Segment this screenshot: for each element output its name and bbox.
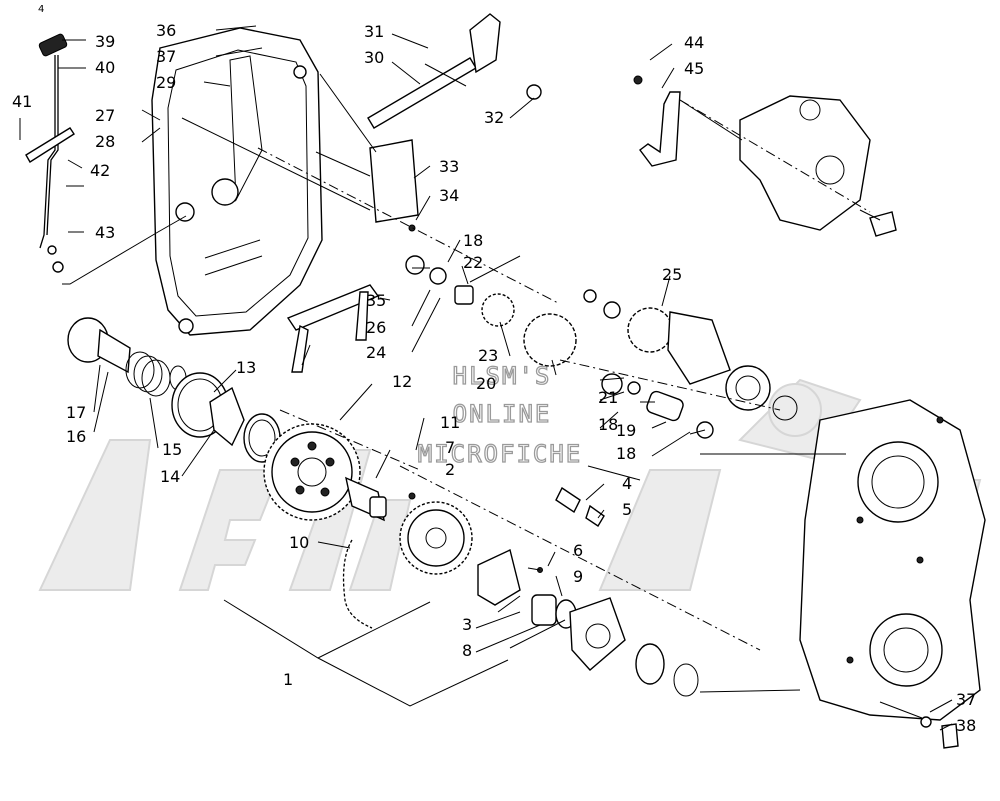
callout-14: 14 xyxy=(160,467,180,486)
gearcase-housing xyxy=(799,399,986,749)
leader-lines xyxy=(19,25,953,731)
brake-caliper-housing xyxy=(739,95,897,237)
callout-34: 34 xyxy=(439,186,459,205)
callout-18-middle: 18 xyxy=(598,415,618,434)
callout-12: 12 xyxy=(392,372,412,391)
callout-40: 40 xyxy=(95,58,115,77)
callout-23: 23 xyxy=(478,346,498,365)
drive-cup xyxy=(67,317,131,374)
callout-24: 24 xyxy=(366,343,386,362)
lever-arm xyxy=(286,284,380,373)
center-lines xyxy=(257,99,871,651)
callout-33: 33 xyxy=(439,157,459,176)
callout-1: 1 xyxy=(283,670,293,689)
callout-22: 22 xyxy=(463,253,483,272)
callout-38: 38 xyxy=(956,716,976,735)
drive-gear xyxy=(399,492,473,575)
callout-42: 42 xyxy=(90,161,110,180)
callout-45: 45 xyxy=(684,59,704,78)
callout-37-upper: 37 xyxy=(156,47,176,66)
callout-21: 21 xyxy=(598,388,618,407)
chaincase-cover xyxy=(151,27,323,336)
callout-36: 36 xyxy=(156,21,176,40)
callout-17: 17 xyxy=(66,403,86,422)
shift-plate xyxy=(369,139,419,232)
callout-20: 20 xyxy=(476,374,496,393)
hlsm-watermark: HLSM'S ONLINE MICROFICHE xyxy=(417,361,583,468)
callout-11: 11 xyxy=(440,413,460,432)
watermark-line-3: MICROFICHE xyxy=(418,440,583,468)
large-sprocket xyxy=(263,423,361,521)
corner-mark: 4 xyxy=(38,4,44,15)
lower-bearing-plate xyxy=(569,597,699,697)
callout-9: 9 xyxy=(573,567,583,586)
shift-shaft xyxy=(367,13,542,129)
callout-5: 5 xyxy=(622,500,632,519)
callout-30: 30 xyxy=(364,48,384,67)
callout-37-lower: 37 xyxy=(956,690,976,709)
callout-28: 28 xyxy=(95,132,115,151)
dipstick xyxy=(25,33,75,273)
callout-29: 29 xyxy=(156,73,176,92)
callout-35: 35 xyxy=(366,291,386,310)
callout-8: 8 xyxy=(462,641,472,660)
callout-26: 26 xyxy=(366,318,386,337)
watermark-line-1: HLSM'S xyxy=(453,362,552,390)
callout-39: 39 xyxy=(95,32,115,51)
watermark-line-2: ONLINE xyxy=(453,400,552,428)
tensioner-and-bearing xyxy=(477,486,605,629)
drive-chain xyxy=(342,539,373,629)
callout-18-lower: 18 xyxy=(616,444,636,463)
small-parts-column xyxy=(405,255,714,439)
callout-10: 10 xyxy=(289,533,309,552)
callout-44: 44 xyxy=(684,33,704,52)
callout-7: 7 xyxy=(445,438,455,457)
callout-18-upper: 18 xyxy=(463,231,483,250)
callout-27: 27 xyxy=(95,106,115,125)
upper-bracket xyxy=(633,75,681,167)
callout-43: 43 xyxy=(95,223,115,242)
washers-and-bearing xyxy=(171,372,281,463)
callout-16: 16 xyxy=(66,427,86,446)
callout-6: 6 xyxy=(573,541,583,560)
callout-labels: 1 2 3 4 5 6 7 8 9 10 11 12 13 14 15 16 1… xyxy=(12,21,976,735)
callout-31: 31 xyxy=(364,22,384,41)
callout-13: 13 xyxy=(236,358,256,377)
callout-2: 2 xyxy=(445,460,455,479)
callout-15: 15 xyxy=(162,440,182,459)
callout-3: 3 xyxy=(462,615,472,634)
sprocket-hub xyxy=(345,476,387,522)
callout-4: 4 xyxy=(622,474,632,493)
callout-19: 19 xyxy=(616,421,636,440)
upper-gear-assembly xyxy=(583,289,798,421)
callout-32: 32 xyxy=(484,108,504,127)
callout-25: 25 xyxy=(662,265,682,284)
callout-41: 41 xyxy=(12,92,32,111)
